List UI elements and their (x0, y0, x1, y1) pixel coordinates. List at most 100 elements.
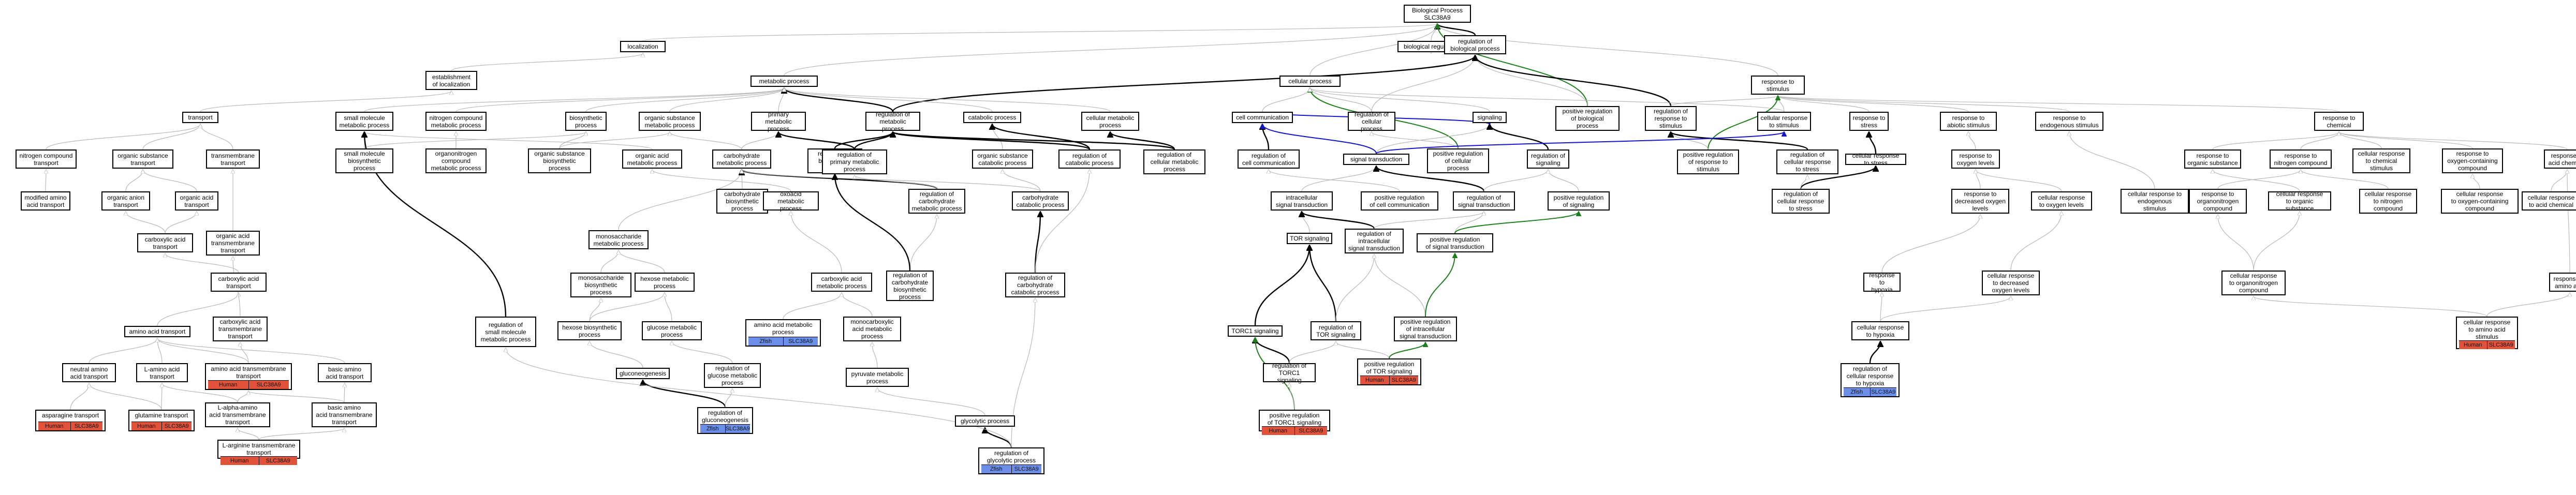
go-term-respacid[interactable]: response to acid chemical (2544, 149, 2576, 169)
go-term-regbp[interactable]: regulation of biological process (1444, 35, 1506, 54)
go-term-carbbio[interactable]: carbohydrate biosynthetic process (716, 189, 768, 214)
go-term-oxoacid[interactable]: oxoacid metabolic process (763, 190, 819, 212)
go-term-posregcellcomm[interactable]: positive regulation of cell communicatio… (1361, 191, 1438, 211)
go-term-regcellhypoxia[interactable]: regulation of cellular response to hypox… (1841, 363, 1900, 397)
go-term-resphypoxia[interactable]: response to hypoxia (1863, 272, 1901, 293)
go-term-regcellrespstress[interactable]: regulation of cellular response to stres… (1772, 189, 1830, 214)
go-term-regcellproc[interactable]: regulation of cellular process (1348, 111, 1395, 132)
go-term-posregrespstim[interactable]: positive regulation of response to stimu… (1677, 149, 1739, 174)
go-term-cellproc[interactable]: cellular process (1279, 76, 1341, 87)
go-term-cellcomm[interactable]: cell communication (1232, 112, 1293, 123)
go-term-glucmet[interactable]: glucose metabolic process (642, 321, 702, 340)
go-term-primmet[interactable]: primary metabolic process (751, 111, 806, 132)
go-term-osmp[interactable]: organic substance metabolic process (639, 112, 701, 131)
go-term-basicaa[interactable]: basic amino acid transport (318, 363, 372, 382)
go-term-signaling[interactable]: signaling (1473, 112, 1507, 123)
go-term-hexosemet[interactable]: hexose metabolic process (635, 273, 695, 292)
go-term-regcellcomm[interactable]: regulation of cell communication (1238, 149, 1300, 169)
go-term-regmet[interactable]: regulation of metabolic process (865, 111, 920, 132)
go-term-regtorc1[interactable]: regulation of TORC1 signaling (1263, 362, 1316, 384)
go-term-glycolytic[interactable]: glycolytic process (955, 415, 1015, 427)
go-term-neutaa[interactable]: neutral amino acid transport (62, 363, 116, 382)
go-term-regcatab[interactable]: regulation of catabolic process (1058, 149, 1121, 169)
go-term-regcarbcatab[interactable]: regulation of carbohydrate catabolic pro… (1005, 273, 1065, 297)
go-term-respstim[interactable]: response to stimulus (1751, 76, 1805, 95)
go-term-orgacid[interactable]: organic acid metabolic process (622, 149, 682, 169)
go-term-intrasig[interactable]: intracellular signal transduction (1271, 191, 1333, 211)
go-term-catab[interactable]: catabolic process (963, 112, 1021, 123)
go-term-monocarbox[interactable]: monocarboxylic acid metabolic process (843, 317, 901, 341)
go-term-cellrespoxy[interactable]: cellular response to oxygen levels (2031, 191, 2092, 211)
go-term-posregcellproc[interactable]: positive regulation of cellular process (1427, 148, 1489, 173)
go-term-respncomp[interactable]: response to nitrogen compound (2270, 149, 2332, 169)
go-term-cellrespstim[interactable]: cellular response to stimulus (1757, 112, 1811, 131)
go-term-regcarbmet[interactable]: regulation of carbohydrate metabolic pro… (908, 189, 965, 214)
go-term-respaa[interactable]: response to amino acid (2549, 273, 2576, 292)
go-term-basicaatm[interactable]: basic amino acid transmembrane transport (312, 402, 377, 427)
go-term-aatrans[interactable]: amino acid transport (124, 326, 190, 337)
go-term-monosacchbio[interactable]: monosaccharide biosynthetic process (570, 273, 631, 297)
go-term-respoxy[interactable]: response to oxygen levels (1951, 149, 2000, 169)
go-term-regglucmet[interactable]: regulation of glucose metabolic process (704, 363, 761, 388)
go-term-carboxmet[interactable]: carboxylic acid metabolic process (811, 273, 872, 292)
go-term-orgnitro[interactable]: organonitrogen compound metabolic proces… (425, 148, 487, 173)
go-term-respendo[interactable]: response to endogenous stimulus (2035, 112, 2103, 131)
go-term-estloc[interactable]: establishment of localization (425, 71, 477, 90)
go-term-posregbp[interactable]: positive regulation of biological proces… (1555, 106, 1620, 131)
go-term-regcarbbio[interactable]: regulation of carbohydrate biosynthetic … (886, 271, 934, 301)
go-term-regsigtrans[interactable]: regulation of signal transduction (1453, 191, 1515, 211)
go-term-regsmallmol[interactable]: regulation of small molecule metabolic p… (475, 317, 536, 347)
go-term-loc[interactable]: localization (620, 41, 666, 52)
go-term-resporgnitro[interactable]: response to organonitrogen compound (2189, 189, 2247, 214)
go-term-cellresphypoxia[interactable]: cellular response to hypoxia (1851, 321, 1909, 340)
go-term-respabiotic[interactable]: response to abiotic stimulus (1940, 112, 1997, 131)
go-term-carbcatab[interactable]: carbohydrate catabolic process (1012, 191, 1069, 211)
go-term-posregsignaling[interactable]: positive regulation of signaling (1548, 191, 1610, 211)
go-term-cellrespchem[interactable]: cellular response to chemical stimulus (2352, 148, 2410, 173)
go-term-posregintrasig[interactable]: positive regulation of intracellular sig… (1394, 317, 1457, 341)
go-term-smallmol[interactable]: small molecule metabolic process (335, 112, 393, 131)
go-term-cellrespncomp[interactable]: cellular response to nitrogen compound (2359, 189, 2417, 214)
go-term-cellmet[interactable]: cellular metabolic process (1081, 112, 1139, 131)
go-term-carboxtm[interactable]: carboxylic acid transmembrane transport (213, 317, 268, 341)
go-term-ncomptrans[interactable]: nitrogen compound transport (16, 149, 77, 169)
go-term-transmem[interactable]: transmembrane transport (206, 149, 260, 169)
go-term-ncmp[interactable]: nitrogen compound metabolic process (425, 112, 487, 131)
go-term-regprimmet[interactable]: regulation of primary metabolic process (822, 149, 887, 174)
go-term-respstress[interactable]: response to stress (1849, 112, 1889, 131)
go-term-regcellmet[interactable]: regulation of cellular metabolic process (1143, 149, 1205, 174)
go-term-respdecoxy[interactable]: response to decreased oxygen levels (1951, 189, 2009, 214)
go-term-organion[interactable]: organic anion transport (101, 191, 150, 211)
go-term-regrespstim[interactable]: regulation of response to stimulus (1645, 106, 1697, 131)
go-term-modaa[interactable]: modified amino acid transport (21, 191, 70, 211)
go-term-carbtrans[interactable]: carboxylic acid transport (137, 233, 193, 252)
go-term-regsignaling[interactable]: regulation of signaling (1527, 149, 1569, 169)
go-term-cellrespoxycont[interactable]: cellular response to oxygen-containing c… (2441, 189, 2519, 214)
go-term-laatm[interactable]: L-alpha-amino acid transmembrane transpo… (205, 402, 270, 427)
go-term-transport[interactable]: transport (182, 112, 218, 123)
go-term-posregsigtrans[interactable]: positive regulation of signal transducti… (1417, 233, 1493, 252)
go-term-sigtrans[interactable]: signal transduction (1343, 154, 1409, 165)
go-term-laa[interactable]: L-amino acid transport (136, 363, 188, 382)
go-term-cellresporgnitro[interactable]: cellular response to organonitrogen comp… (2221, 271, 2286, 295)
go-term-metab[interactable]: metabolic process (750, 76, 818, 87)
go-term-cellrespaa[interactable]: cellular response to amino acid stimulus… (2456, 317, 2518, 349)
go-term-carboxtrans[interactable]: carboxylic acid transport (211, 273, 267, 292)
go-term-respoxycont[interactable]: response to oxygen-containing compound (2442, 148, 2503, 173)
go-term-biosyn[interactable]: biosynthetic process (565, 112, 607, 131)
go-term-cellrespdecoxy[interactable]: cellular response to decreased oxygen le… (1982, 271, 2040, 295)
go-term-cellresporgendo[interactable]: cellular response to endogenous stimulus (2121, 189, 2189, 214)
go-term-regtor[interactable]: regulation of TOR signaling (1311, 321, 1361, 340)
go-term-smbio[interactable]: small molecule biosynthetic process (335, 148, 393, 173)
go-term-orgsubtrans[interactable]: organic substance transport (112, 149, 173, 169)
go-term-orgacidtm[interactable]: organic acid transmembrane transport (206, 231, 260, 256)
go-term-monosacch[interactable]: monosaccharide metabolic process (588, 230, 649, 249)
